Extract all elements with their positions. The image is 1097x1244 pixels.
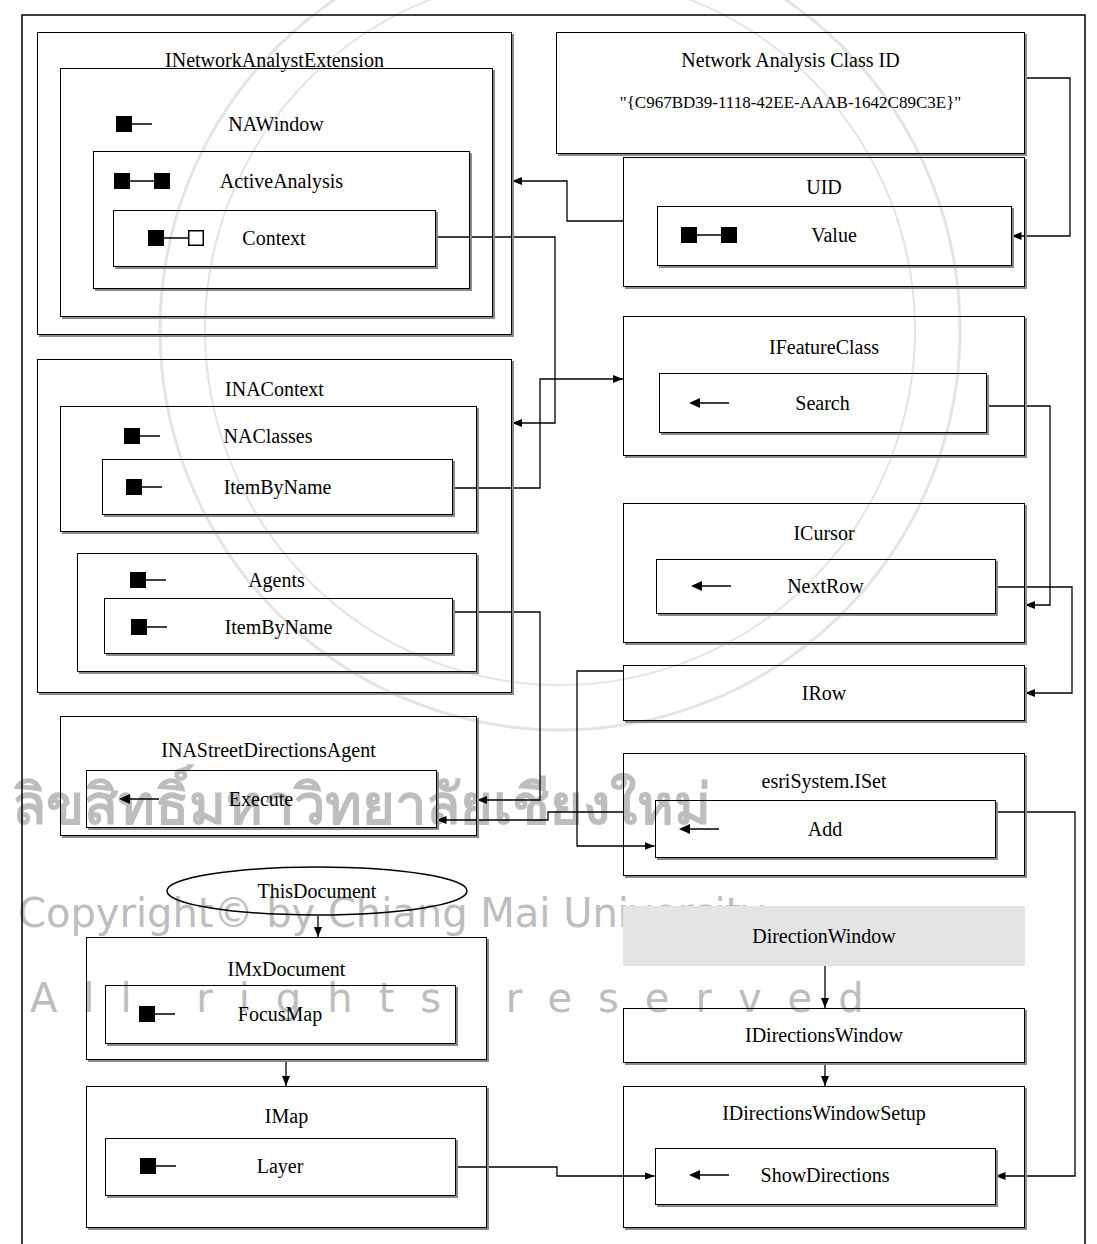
node-label: Search bbox=[795, 391, 849, 415]
connector-arrow bbox=[437, 812, 624, 820]
connector-arrow bbox=[453, 612, 540, 800]
node-label: NAWindow bbox=[228, 112, 323, 136]
connector-arrow bbox=[996, 587, 1073, 693]
property-symbol bbox=[139, 1005, 199, 1023]
node-label: ShowDirections bbox=[761, 1163, 890, 1187]
property-symbol bbox=[126, 478, 186, 496]
method-box: ShowDirections bbox=[655, 1148, 996, 1205]
property-box: ActiveAnalysisContext bbox=[93, 151, 470, 289]
node-label: Add bbox=[808, 817, 842, 841]
interface-box: IDirectionsWindow bbox=[623, 1008, 1025, 1063]
node-label: ItemByName bbox=[224, 475, 332, 499]
method-symbol bbox=[679, 820, 739, 838]
connector-arrow bbox=[456, 1167, 655, 1176]
node-label: DirectionWindow bbox=[752, 924, 896, 948]
interface-box: INAStreetDirectionsAgentExecute bbox=[60, 716, 477, 836]
node-label: Agents bbox=[248, 568, 305, 592]
method-symbol bbox=[119, 790, 179, 808]
connector-arrow bbox=[285, 1060, 286, 1086]
property-symbol bbox=[131, 618, 191, 636]
node-label: UID bbox=[806, 175, 842, 199]
node-label: Value bbox=[811, 223, 857, 247]
node-label: INAContext bbox=[225, 377, 324, 401]
class-id-box: Network Analysis Class ID "{C967BD39-1118… bbox=[556, 32, 1025, 154]
connector-arrow bbox=[453, 379, 623, 488]
interface-box: IMxDocumentFocusMap bbox=[86, 937, 487, 1060]
property-symbol bbox=[124, 427, 184, 445]
interface-box: UID Value bbox=[623, 157, 1025, 287]
property-box: Context bbox=[113, 210, 436, 267]
property-symbol bbox=[130, 571, 190, 589]
method-box: Add bbox=[655, 800, 996, 858]
window-box: DirectionWindow bbox=[623, 906, 1025, 966]
node-label: Context bbox=[242, 226, 305, 250]
method-symbol bbox=[689, 394, 749, 412]
node-label: NAClasses bbox=[224, 424, 313, 448]
property-box: Layer bbox=[105, 1138, 456, 1196]
connector-arrow bbox=[317, 916, 318, 937]
method-symbol bbox=[691, 577, 751, 595]
node-label: NextRow bbox=[787, 574, 864, 598]
property-box: NAClassesItemByName bbox=[60, 406, 477, 532]
node-label: IFeatureClass bbox=[769, 335, 879, 359]
interface-box: ICursorNextRow bbox=[623, 503, 1025, 643]
interface-box: INAContextNAClassesItemByNameAgentsItemB… bbox=[37, 359, 512, 693]
property-symbol bbox=[681, 226, 741, 244]
node-label: esriSystem.ISet bbox=[762, 769, 887, 793]
property-symbol bbox=[116, 115, 176, 133]
interface-box: IRow bbox=[623, 665, 1025, 721]
property-symbol bbox=[114, 172, 174, 190]
node-label: FocusMap bbox=[238, 1002, 322, 1026]
node-label: Layer bbox=[257, 1154, 304, 1178]
property-symbol bbox=[148, 229, 208, 247]
node-label: ActiveAnalysis bbox=[220, 169, 343, 193]
node-label: IMxDocument bbox=[228, 957, 346, 981]
connector-arrow bbox=[512, 181, 623, 221]
method-symbol bbox=[689, 1166, 749, 1184]
connector-arrow bbox=[996, 812, 1076, 1176]
node-label: ICursor bbox=[793, 521, 854, 545]
interface-box: IMapLayer bbox=[86, 1086, 487, 1228]
node-label: IDirectionsWindowSetup bbox=[722, 1101, 926, 1125]
node-label: INAStreetDirectionsAgent bbox=[161, 738, 375, 762]
method-box: Search bbox=[659, 373, 987, 433]
property-box: Value bbox=[657, 206, 1012, 266]
page-border bbox=[22, 15, 1085, 1244]
node-label: ThisDocument bbox=[258, 879, 377, 903]
node-label: INetworkAnalystExtension bbox=[165, 48, 384, 72]
node-label: Network Analysis Class ID bbox=[681, 48, 899, 72]
node-label: IMap bbox=[265, 1104, 308, 1128]
property-box: ItemByName bbox=[102, 459, 453, 515]
node-label: "{C967BD39-1118-42EE-AAAB-1642C89C3E}" bbox=[620, 91, 962, 115]
property-box: AgentsItemByName bbox=[77, 553, 477, 672]
interface-box: IFeatureClassSearch bbox=[623, 316, 1025, 456]
node-label: IRow bbox=[802, 681, 846, 705]
connector-arrow bbox=[436, 237, 556, 423]
node-label: ItemByName bbox=[225, 615, 333, 639]
connector-arrow bbox=[824, 966, 825, 1008]
property-box: FocusMap bbox=[105, 985, 456, 1044]
interface-box: IDirectionsWindowSetupShowDirections bbox=[623, 1086, 1025, 1228]
node-label: Execute bbox=[229, 787, 293, 811]
method-box: NextRow bbox=[656, 559, 996, 614]
interface-box: esriSystem.ISetAdd bbox=[623, 753, 1025, 876]
interface-box: INetworkAnalystExtensionNAWindowActiveAn… bbox=[37, 32, 512, 335]
property-symbol bbox=[140, 1157, 200, 1175]
connector-arrow bbox=[577, 671, 655, 846]
property-box: ItemByName bbox=[104, 598, 453, 654]
method-box: Execute bbox=[86, 770, 437, 828]
property-box: NAWindowActiveAnalysisContext bbox=[60, 68, 493, 317]
object-ellipse: ThisDocument bbox=[166, 866, 468, 916]
connector-arrow bbox=[987, 406, 1051, 605]
node-label: IDirectionsWindow bbox=[745, 1023, 903, 1047]
connector-arrow bbox=[824, 1063, 825, 1086]
